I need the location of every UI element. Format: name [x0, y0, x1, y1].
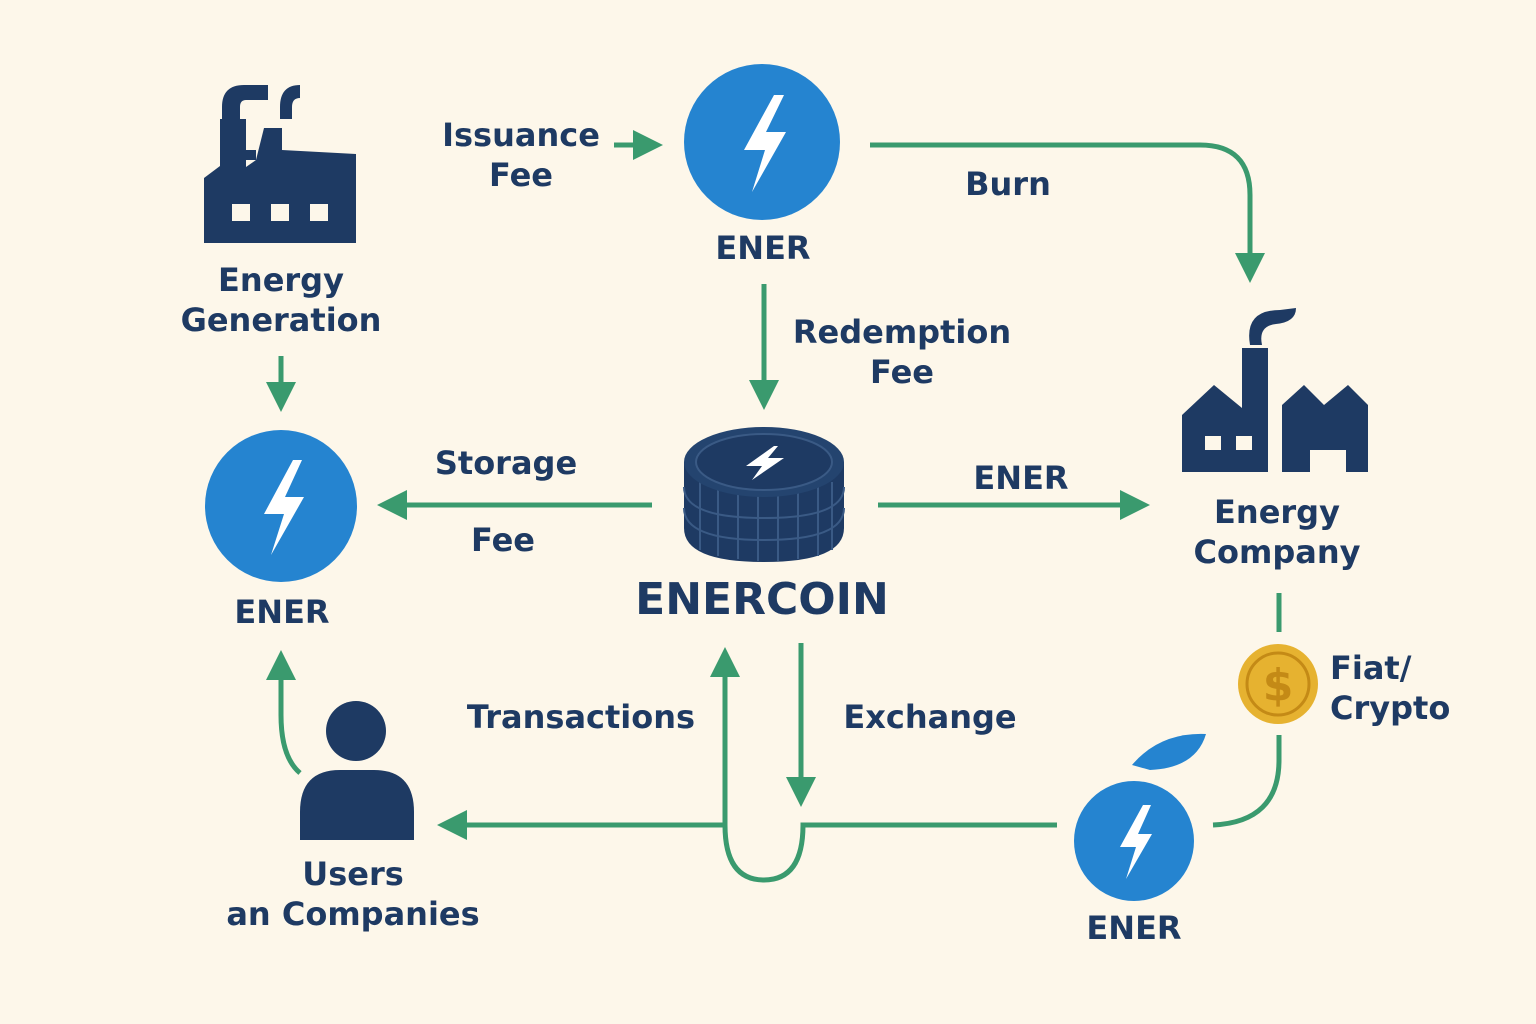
users-line1: Users	[302, 855, 404, 893]
company-factory-icon	[1182, 308, 1368, 472]
fiat-crypto-label: Fiat/ Crypto	[1330, 648, 1450, 728]
ener-bottom-coin	[1074, 733, 1206, 901]
burn-label: Burn	[965, 165, 1051, 203]
energy-company-label: Energy Company	[1194, 492, 1361, 572]
users-label: Users an Companies	[226, 854, 479, 934]
issuance-fee-line1: Issuance	[442, 116, 600, 154]
ener-left-coin	[205, 430, 357, 582]
redemption-fee-line2: Fee	[870, 353, 934, 391]
lightning-icon	[746, 446, 784, 480]
redemption-fee-line1: Redemption	[792, 313, 1012, 351]
connector-fiat-to-ener	[1212, 735, 1282, 828]
issuance-fee-label: Issuance Fee	[442, 115, 600, 195]
svg-text:$: $	[1263, 660, 1294, 711]
issuance-fee-line2: Fee	[489, 156, 553, 194]
fiat-line2: Crypto	[1330, 689, 1451, 727]
redemption-fee-label: Redemption Fee	[793, 312, 1011, 392]
arrow-transactions	[710, 647, 1057, 883]
transactions-label: Transactions	[466, 698, 696, 736]
user-icon	[300, 701, 414, 840]
ener-top-coin	[684, 64, 840, 220]
exchange-label: Exchange	[843, 698, 1017, 736]
ener-to-company-label: ENER	[973, 459, 1069, 497]
factory-icon	[204, 85, 356, 243]
ener-bottom-label: ENER	[1086, 909, 1182, 947]
energy-generation-line2: Generation	[180, 301, 382, 339]
energy-company-line2: Company	[1193, 533, 1361, 571]
arrow-users-to-ener	[266, 650, 302, 775]
storage-label: Storage	[434, 444, 578, 482]
fiat-line1: Fiat/	[1330, 649, 1412, 687]
energy-generation-line1: Energy	[218, 261, 344, 299]
ener-top-label: ENER	[715, 229, 811, 267]
dollar-coin-icon: $	[1238, 644, 1318, 724]
arrow-burn	[870, 142, 1265, 283]
users-line2: an Companies	[226, 895, 480, 933]
ener-left-label: ENER	[234, 593, 330, 631]
lightning-icon	[1120, 805, 1152, 879]
lightning-icon	[744, 95, 786, 192]
coin-stack-icon	[683, 427, 845, 562]
energy-generation-label: Energy Generation	[181, 260, 382, 340]
leaf-icon	[1132, 733, 1206, 770]
lightning-icon	[264, 460, 304, 555]
fee-label: Fee	[471, 521, 535, 559]
energy-company-line1: Energy	[1214, 493, 1340, 531]
enercoin-label: ENERCOIN	[635, 574, 889, 625]
